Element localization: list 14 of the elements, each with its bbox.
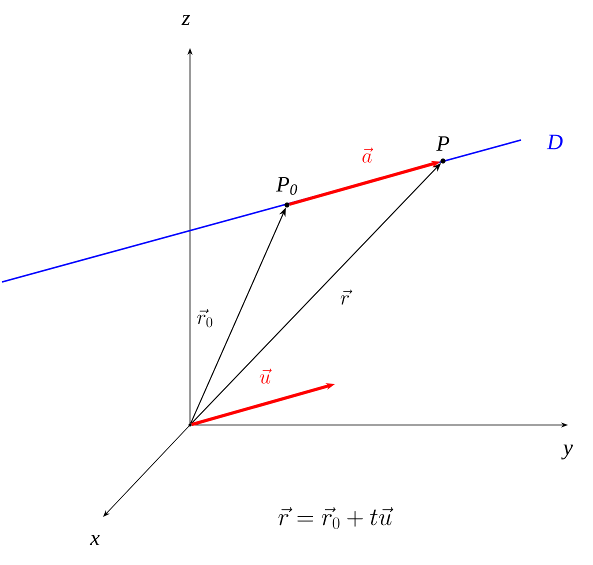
- line-label: D: [546, 134, 563, 150]
- axis-label: z: [181, 14, 190, 26]
- node-label: P$_{0}$: [276, 177, 298, 195]
- vector-label: $\vec{a}$: [362, 148, 374, 163]
- point: P: [436, 136, 450, 164]
- axis-label: x: [90, 534, 100, 546]
- vector-label: $\vec{r}$: [340, 290, 352, 305]
- axis-label: y: [561, 444, 573, 460]
- vector-label: $\vec{u}$: [260, 368, 272, 384]
- vector-label: $\vec{r}_0$: [197, 309, 212, 328]
- equation: $\vec{r} = \vec{r}_0 + t\vec{u}$: [278, 507, 394, 530]
- node-label: P: [436, 136, 450, 151]
- point: P$_{0}$: [276, 177, 298, 208]
- point: [188, 424, 192, 426]
